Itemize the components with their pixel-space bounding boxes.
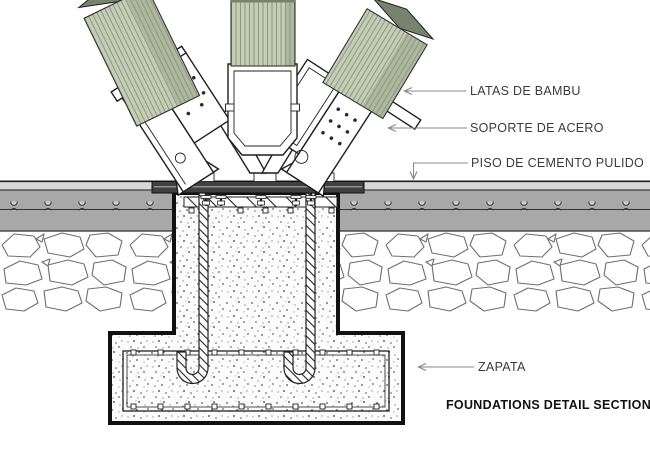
anchor-rebar-left — [176, 192, 209, 385]
anchor-rebar-right — [283, 192, 316, 385]
label-steel: SOPORTE DE ACERO — [470, 121, 604, 135]
anchor-bolts — [200, 193, 317, 206]
bamboo-strut-right — [322, 0, 435, 120]
label-footing: ZAPATA — [478, 360, 526, 374]
cage-bar-sections — [130, 349, 380, 410]
leader-arrow-bamboo — [403, 86, 466, 96]
steel-support-center — [225, 63, 300, 156]
drawing-title: FOUNDATIONS DETAIL SECTION — [446, 398, 650, 412]
label-bamboo: LATAS DE BAMBU — [470, 84, 581, 98]
leader-arrow-footing — [417, 362, 474, 372]
bamboo-strut-left — [77, 0, 201, 127]
leader-arrow-floor — [409, 162, 468, 181]
leader-arrow-steel — [387, 123, 467, 133]
bolt-holes-right — [321, 107, 357, 146]
label-floor: PISO DE CEMENTO PULIDO — [471, 156, 645, 170]
rebar-cage — [122, 349, 390, 412]
bamboo-strut-center — [230, 0, 296, 67]
